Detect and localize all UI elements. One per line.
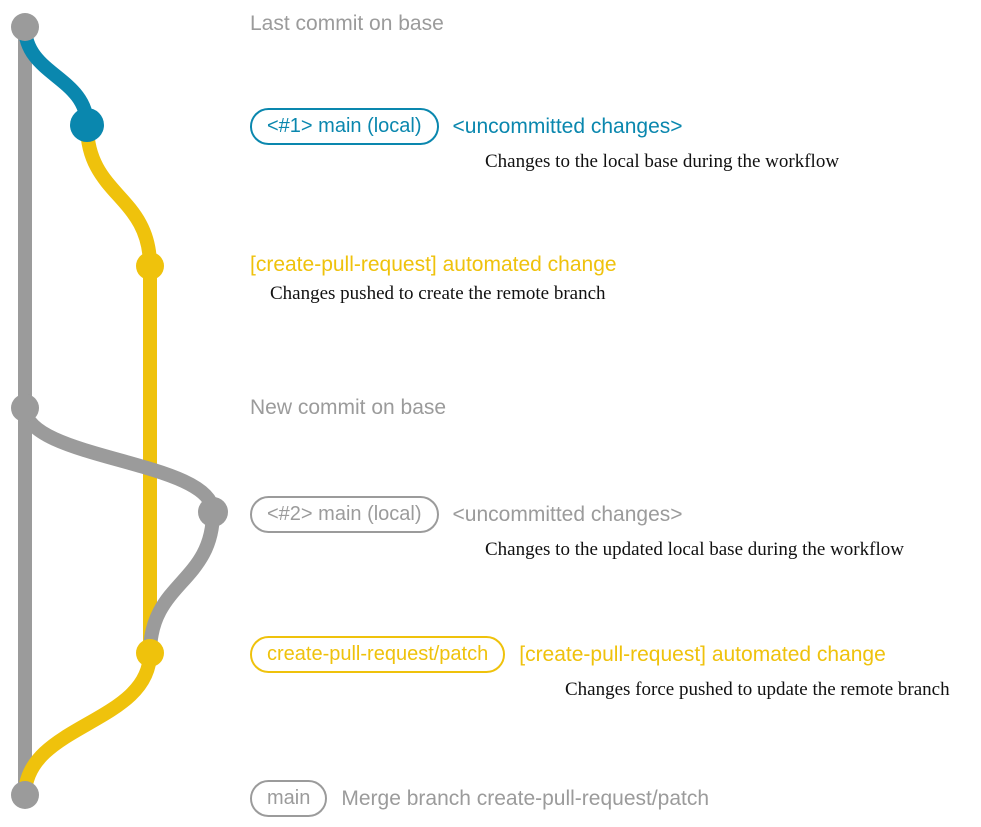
row-head: main Merge branch create-pull-request/pa… xyxy=(250,780,709,817)
remote-merge-line xyxy=(18,646,157,802)
row-head: New commit on base xyxy=(250,396,446,420)
row-local-main-1: <#1> main (local) <uncommitted changes> … xyxy=(250,108,839,173)
row-head: <#2> main (local) <uncommitted changes> xyxy=(250,496,904,533)
row-automated-change-1: [create-pull-request] automated change C… xyxy=(250,253,617,305)
branch-badge-local-main-1[interactable]: <#1> main (local) xyxy=(250,108,439,145)
commit-note: Changes pushed to create the remote bran… xyxy=(270,283,606,304)
base-head-node[interactable] xyxy=(11,13,39,41)
commit-note: Changes to the updated local base during… xyxy=(485,539,904,560)
commit-subject: New commit on base xyxy=(250,396,447,419)
row-head: <#1> main (local) <uncommitted changes> xyxy=(250,108,839,145)
local-commit-2-node[interactable] xyxy=(198,497,228,527)
row-head: [create-pull-request] automated change xyxy=(250,253,617,277)
commit-subject: Last commit on base xyxy=(250,12,444,35)
row-head: create-pull-request/patch [create-pull-r… xyxy=(250,636,950,673)
local-commit-1-node[interactable] xyxy=(70,108,104,142)
commit-subject: Merge branch create-pull-request/patch xyxy=(341,786,710,810)
local-to-remote-line-2 xyxy=(143,505,220,660)
remote-commit-2-node[interactable] xyxy=(136,639,164,667)
commit-subject: [create-pull-request] automated change xyxy=(519,642,886,666)
commit-subject: [create-pull-request] automated change xyxy=(250,253,617,276)
merge-commit-node[interactable] xyxy=(11,781,39,809)
branch-badge-create-pull-request-patch[interactable]: create-pull-request/patch xyxy=(250,636,506,673)
row-head: Last commit on base xyxy=(250,12,444,36)
local-branch-line-2 xyxy=(18,401,220,519)
row-new-commit-on-base: New commit on base xyxy=(250,396,446,420)
commit-note: Changes force pushed to update the remot… xyxy=(565,679,950,700)
remote-commit-1-node[interactable] xyxy=(136,252,164,280)
commit-subject: <uncommitted changes> xyxy=(452,114,683,138)
row-merge-branch: main Merge branch create-pull-request/pa… xyxy=(250,780,709,817)
row-automated-change-2: create-pull-request/patch [create-pull-r… xyxy=(250,636,950,701)
branch-badge-main[interactable]: main xyxy=(250,780,328,817)
row-last-commit-on-base: Last commit on base xyxy=(250,12,444,36)
row-local-main-2: <#2> main (local) <uncommitted changes> … xyxy=(250,496,904,561)
commit-note: Changes to the local base during the wor… xyxy=(485,151,840,172)
commit-subject: <uncommitted changes> xyxy=(452,502,683,526)
base-new-commit-node[interactable] xyxy=(11,394,39,422)
branch-badge-local-main-2[interactable]: <#2> main (local) xyxy=(250,496,439,533)
